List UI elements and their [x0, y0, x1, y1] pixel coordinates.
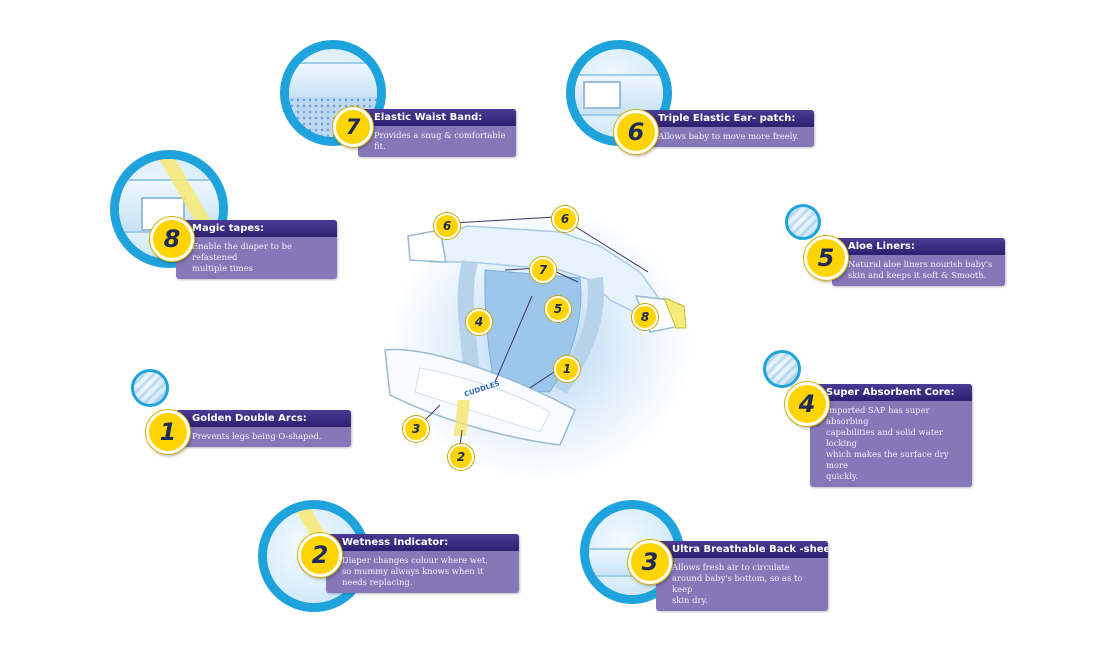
- diagram-badge-5: 5: [545, 296, 571, 322]
- diagram-badge-6b: 6: [552, 206, 578, 232]
- feature-5-title: Aloe Liners:: [832, 238, 1005, 255]
- diagram-badge-3: 3: [403, 416, 429, 442]
- feature-3-title: Ultra Breathable Back -sheet:: [656, 541, 828, 558]
- feature-1-image: [131, 369, 169, 407]
- feature-4-number: 4: [785, 382, 829, 426]
- diagram-badge-2: 2: [448, 444, 474, 470]
- feature-2-label: Wetness Indicator: Diaper changes colour…: [326, 534, 519, 593]
- diagram-badge-1: 1: [554, 356, 580, 382]
- feature-4-image: [763, 350, 801, 388]
- feature-4-desc: Imported SAP has super absorbing capabil…: [826, 405, 949, 481]
- feature-6-label: Triple Elastic Ear- patch: Allows baby t…: [642, 110, 814, 147]
- diagram-badge-8: 8: [632, 304, 658, 330]
- feature-6-desc: Allows baby to move more freely.: [658, 131, 799, 141]
- diagram-badge-7: 7: [530, 257, 556, 283]
- feature-7-number: 7: [333, 107, 373, 147]
- feature-1-title: Golden Double Arcs:: [176, 410, 351, 427]
- feature-5-image: [785, 204, 821, 240]
- feature-5-desc: Natural aloe liners nourish baby's skin …: [848, 259, 993, 280]
- feature-1-number: 1: [146, 410, 190, 454]
- feature-8-number: 8: [150, 217, 194, 261]
- feature-5-label: Aloe Liners: Natural aloe liners nourish…: [832, 238, 1005, 286]
- feature-2-desc: Diaper changes colour where wet, so mumm…: [342, 555, 488, 587]
- feature-7-label: Elastic Waist Band: Provides a snug & co…: [358, 109, 516, 157]
- feature-4-label: Super Absorbent Core: Imported SAP has s…: [810, 384, 972, 487]
- diagram-badge-6a: 6: [434, 213, 460, 239]
- feature-2-number: 2: [298, 533, 342, 577]
- feature-7-title: Elastic Waist Band:: [358, 109, 516, 126]
- feature-5-number: 5: [804, 236, 848, 280]
- feature-3-label: Ultra Breathable Back -sheet: Allows fre…: [656, 541, 828, 611]
- feature-7-desc: Provides a snug & comfortable fit.: [374, 130, 506, 151]
- feature-4-title: Super Absorbent Core:: [810, 384, 972, 401]
- feature-8-label: Magic tapes: Enable the diaper to be ref…: [176, 220, 337, 279]
- feature-1-label: Golden Double Arcs: Prevents legs being …: [176, 410, 351, 447]
- feature-3-number: 3: [628, 540, 672, 584]
- feature-8-title: Magic tapes:: [176, 220, 337, 237]
- diagram-badge-4: 4: [466, 309, 492, 335]
- feature-6-title: Triple Elastic Ear- patch:: [642, 110, 814, 127]
- feature-6-number: 6: [614, 110, 658, 154]
- feature-2-title: Wetness Indicator:: [326, 534, 519, 551]
- feature-8-desc: Enable the diaper to be refastened multi…: [192, 241, 292, 273]
- feature-1-desc: Prevents legs being O-shaped.: [192, 431, 322, 441]
- feature-3-desc: Allows fresh air to circulate around bab…: [672, 562, 803, 605]
